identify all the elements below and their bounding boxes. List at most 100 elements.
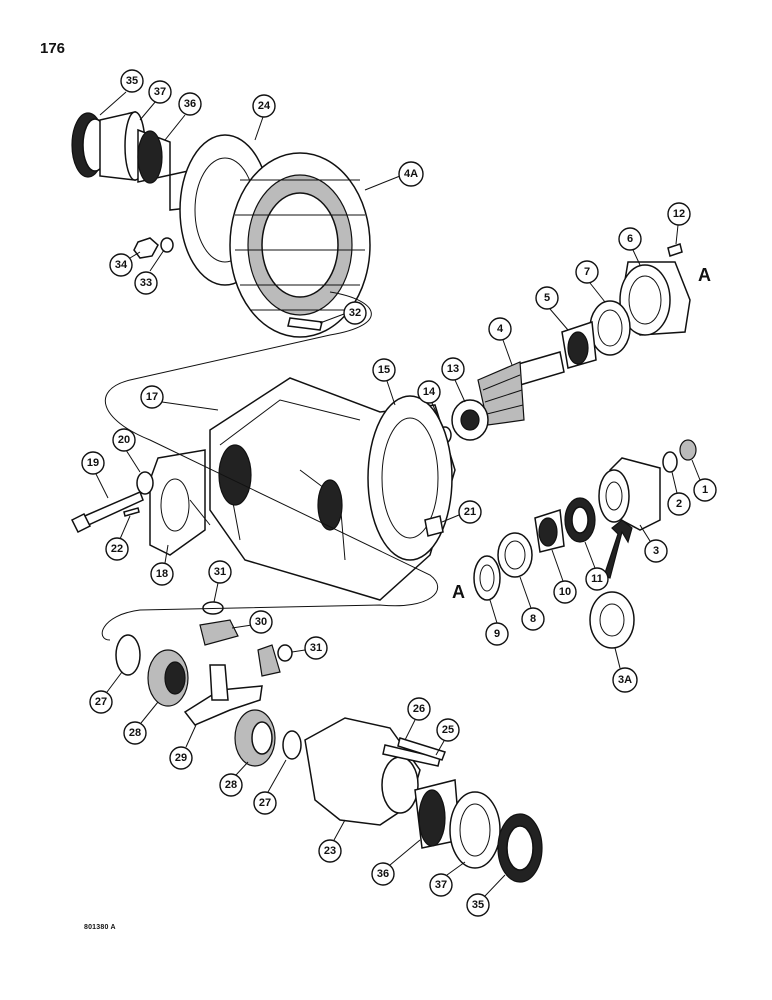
callout-3a: 3A [612, 647, 638, 693]
callout-label: 30 [255, 616, 267, 628]
callout-34: 34 [109, 251, 141, 277]
callout-5: 5 [535, 286, 569, 331]
callout-20: 20 [112, 428, 141, 473]
callout-23: 23 [318, 819, 346, 863]
callout-label: 7 [584, 266, 590, 278]
callout-28-left: 28 [123, 701, 159, 745]
callout-17: 17 [140, 385, 219, 411]
callout-label: 25 [442, 724, 454, 736]
bearing-cap-drawing [70, 449, 206, 556]
callout-8: 8 [519, 576, 545, 631]
callout-label: 28 [129, 727, 141, 739]
callout-37-top: 37 [139, 80, 172, 121]
callout-label: 33 [140, 277, 152, 289]
reference-letter-a-top: A [698, 265, 711, 285]
callout-21: 21 [441, 500, 482, 524]
yoke-and-seals-drawing [473, 439, 697, 649]
callout-label: 8 [530, 613, 536, 625]
callout-label: 26 [413, 703, 425, 715]
callout-label: 20 [118, 434, 130, 446]
callout-35-top: 35 [99, 69, 144, 116]
leader-curves [101, 291, 439, 641]
callout-24: 24 [252, 94, 276, 141]
callout-27-left: 27 [89, 671, 123, 714]
callout-label: 35 [126, 75, 138, 87]
callout-1: 1 [691, 459, 717, 502]
callout-label: 27 [95, 696, 107, 708]
callout-label: 36 [377, 868, 389, 880]
callout-3: 3 [639, 524, 668, 563]
callout-label: 3A [618, 674, 632, 686]
callout-4a: 4A [364, 161, 424, 191]
callout-22: 22 [105, 515, 131, 561]
callout-9: 9 [485, 599, 509, 646]
figure-code: 801380 A [84, 924, 116, 931]
callout-label: 2 [676, 498, 682, 510]
callout-label: 5 [544, 292, 550, 304]
callout-label: 14 [423, 386, 436, 398]
carrier-housing-drawing [209, 377, 456, 601]
callout-label: 23 [324, 845, 336, 857]
callout-label: 21 [464, 506, 476, 518]
callout-label: 13 [447, 363, 459, 375]
callout-label: 27 [259, 797, 271, 809]
callout-14: 14 [417, 380, 444, 429]
callout-label: 37 [435, 879, 447, 891]
callout-label: 18 [156, 568, 168, 580]
callout-28-bottom: 28 [219, 761, 249, 797]
callout-12: 12 [667, 202, 691, 245]
callout-label: 3 [653, 545, 659, 557]
callout-label: 10 [559, 586, 571, 598]
callout-25: 25 [435, 718, 460, 756]
callout-27-bottom: 27 [253, 759, 287, 815]
callout-label: 34 [115, 259, 128, 271]
callout-36-top: 36 [164, 92, 202, 141]
callout-label: 6 [627, 233, 633, 245]
pinion-assembly-drawing [438, 243, 691, 444]
callout-35-bottom: 35 [466, 874, 506, 917]
callout-29: 29 [169, 724, 197, 770]
callout-label: 15 [378, 364, 390, 376]
callout-2: 2 [667, 471, 691, 516]
callout-label: 32 [349, 307, 361, 319]
callout-32: 32 [319, 301, 367, 325]
page-number: 176 [40, 40, 66, 57]
callout-label: 17 [146, 391, 158, 403]
callout-label: 9 [494, 628, 500, 640]
callout-label: 11 [591, 573, 603, 585]
callout-15: 15 [372, 358, 396, 406]
callout-label: 24 [258, 100, 271, 112]
lower-case-drawing [304, 717, 543, 883]
callout-label: 4A [404, 168, 418, 180]
callout-label: 12 [673, 208, 685, 220]
callout-label: 31 [310, 642, 322, 654]
callout-10: 10 [551, 549, 577, 604]
callout-label: 4 [497, 323, 504, 335]
callout-label: 19 [87, 457, 99, 469]
callout-31-top: 31 [208, 560, 232, 603]
callout-19: 19 [81, 451, 109, 499]
callout-13: 13 [441, 357, 466, 403]
callout-4: 4 [488, 317, 513, 366]
callout-label: 22 [111, 543, 123, 555]
callout-33: 33 [134, 249, 165, 295]
callout-11: 11 [584, 541, 609, 591]
differential-gears-drawing [115, 601, 302, 767]
callout-37-bottom: 37 [429, 861, 466, 897]
callout-label: 1 [702, 484, 708, 496]
callout-7: 7 [575, 260, 606, 303]
callout-31-right: 31 [291, 636, 328, 660]
callout-label: 31 [214, 566, 226, 578]
callout-36-bottom: 36 [371, 839, 421, 886]
callout-label: 36 [184, 98, 196, 110]
reference-letter-a-bottom: A [452, 582, 465, 602]
callout-label: 29 [175, 752, 187, 764]
callout-label: 37 [154, 86, 166, 98]
callout-label: 35 [472, 899, 484, 911]
callout-26: 26 [404, 697, 431, 741]
callout-6: 6 [618, 227, 642, 266]
callout-18: 18 [150, 544, 174, 586]
ring-gear-assembly-drawing [71, 111, 371, 338]
callout-label: 28 [225, 779, 237, 791]
